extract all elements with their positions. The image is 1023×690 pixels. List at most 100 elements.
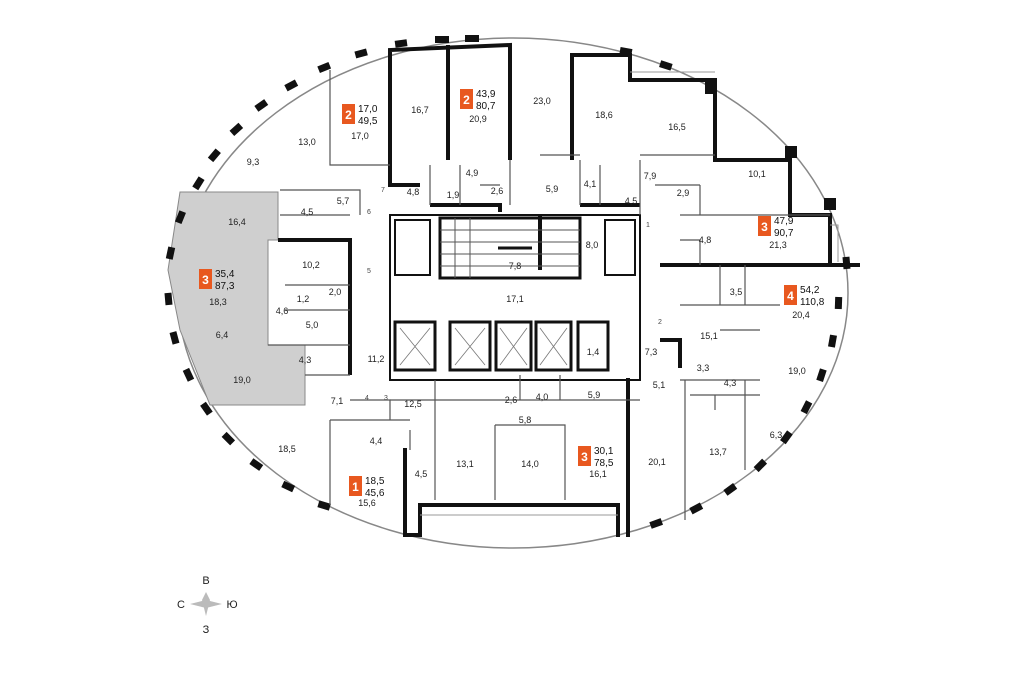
room-area: 7,1: [331, 396, 344, 406]
room-area: 10,1: [748, 169, 766, 179]
room-area: 20,1: [648, 457, 666, 467]
room-area: 18,3: [209, 297, 227, 307]
room-area: 8,0: [586, 240, 599, 250]
rooms-count: 1: [352, 480, 359, 494]
room-area: 3,5: [730, 287, 743, 297]
room-area: 4,6: [276, 306, 289, 316]
living-area: 47,9: [774, 216, 794, 227]
room-area: 18,6: [595, 110, 613, 120]
room-area: 12,5: [404, 399, 422, 409]
room-area: 4,5: [415, 469, 428, 479]
door-number: 3: [384, 395, 388, 402]
room-area: 4,5: [301, 207, 314, 217]
door-number: 7: [381, 187, 385, 194]
room-area: 5,0: [306, 320, 319, 330]
apartment-badge[interactable]: 2 17,0 49,5: [342, 104, 378, 127]
rooms-count: 3: [581, 450, 588, 464]
total-area: 45,6: [365, 488, 385, 499]
room-area: 4,9: [466, 168, 479, 178]
room-area: 4,5: [625, 196, 638, 206]
rooms-count: 3: [761, 220, 768, 234]
room-area: 10,2: [302, 260, 320, 270]
rooms-count: 2: [345, 108, 352, 122]
room-area: 4,8: [407, 187, 420, 197]
room-area: 19,0: [233, 375, 251, 385]
room-area: 2,6: [491, 186, 504, 196]
rooms-count: 4: [787, 289, 794, 303]
room-area: 9,3: [247, 157, 260, 167]
apartment-badge[interactable]: 3 35,4 87,3: [199, 269, 235, 292]
apartment-badge[interactable]: 2 43,9 80,7: [460, 89, 496, 112]
living-area: 54,2: [800, 285, 820, 296]
room-area: 5,7: [337, 196, 350, 206]
room-area: 13,0: [298, 137, 316, 147]
compass: В З С Ю: [177, 575, 238, 636]
compass-south: З: [203, 624, 210, 636]
total-area: 78,5: [594, 458, 614, 469]
room-area: 5,1: [653, 380, 666, 390]
room-area: 4,3: [724, 378, 737, 388]
compass-icon: [190, 592, 222, 616]
room-area: 1,4: [587, 347, 600, 357]
room-area: 2,6: [505, 395, 518, 405]
facade-columns: [164, 35, 851, 529]
building-outline: [177, 37, 849, 549]
room-area: 21,3: [769, 240, 787, 250]
room-area: 6,4: [216, 330, 229, 340]
room-area: 13,1: [456, 459, 474, 469]
room-area: 4,1: [584, 179, 597, 189]
door-number: 2: [658, 319, 662, 326]
door-number: 4: [365, 395, 369, 402]
apartment-badge[interactable]: 1 18,5 45,6: [349, 476, 385, 499]
partition-walls: [268, 70, 830, 520]
living-area: 43,9: [476, 89, 496, 100]
apartment-badge[interactable]: 3 30,1 78,5: [578, 446, 614, 469]
living-area: 17,0: [358, 104, 378, 115]
room-area: 17,1: [506, 294, 524, 304]
room-area: 4,8: [699, 235, 712, 245]
apartment-badge[interactable]: 4 54,2 110,8: [784, 285, 825, 308]
room-area: 2,9: [677, 188, 690, 198]
room-area: 3,3: [697, 363, 710, 373]
room-area: 4,4: [370, 436, 383, 446]
loggias: [420, 71, 839, 516]
room-area: 5,8: [519, 415, 532, 425]
room-area: 2,0: [329, 287, 342, 297]
room-area: 7,8: [509, 261, 522, 271]
rooms-count: 2: [463, 93, 470, 107]
room-area: 17,0: [351, 131, 369, 141]
compass-west: С: [177, 599, 185, 611]
living-area: 30,1: [594, 446, 614, 457]
compass-north: В: [202, 575, 209, 587]
room-area: 5,9: [588, 390, 601, 400]
door-number: 5: [367, 268, 371, 275]
door-number: 6: [367, 209, 371, 216]
total-area: 110,8: [800, 297, 825, 308]
room-area: 16,1: [589, 469, 607, 479]
room-area: 16,7: [411, 105, 429, 115]
room-area: 20,9: [469, 114, 487, 124]
room-area: 4,0: [536, 392, 549, 402]
room-area: 20,4: [792, 310, 810, 320]
room-area: 1,2: [297, 294, 310, 304]
room-area: 14,0: [521, 459, 539, 469]
living-area: 18,5: [365, 476, 385, 487]
room-area: 5,9: [546, 184, 559, 194]
door-number: 1: [646, 222, 650, 229]
apartment-badge[interactable]: 3 47,9 90,7: [758, 216, 794, 239]
room-area: 16,4: [228, 217, 246, 227]
room-area: 11,2: [368, 354, 385, 364]
total-area: 80,7: [476, 101, 496, 112]
room-labels: 13,0 9,3 16,7 17,0 20,9 23,0 18,6 16,5 1…: [209, 96, 810, 508]
room-area: 4,3: [299, 355, 312, 365]
total-area: 87,3: [215, 281, 235, 292]
room-area: 16,5: [668, 122, 686, 132]
rooms-count: 3: [202, 273, 209, 287]
room-area: 7,9: [644, 171, 657, 181]
compass-east: Ю: [226, 599, 237, 611]
room-area: 15,6: [358, 498, 376, 508]
room-area: 23,0: [533, 96, 551, 106]
room-area: 19,0: [788, 366, 806, 376]
room-area: 6,3: [770, 430, 783, 440]
